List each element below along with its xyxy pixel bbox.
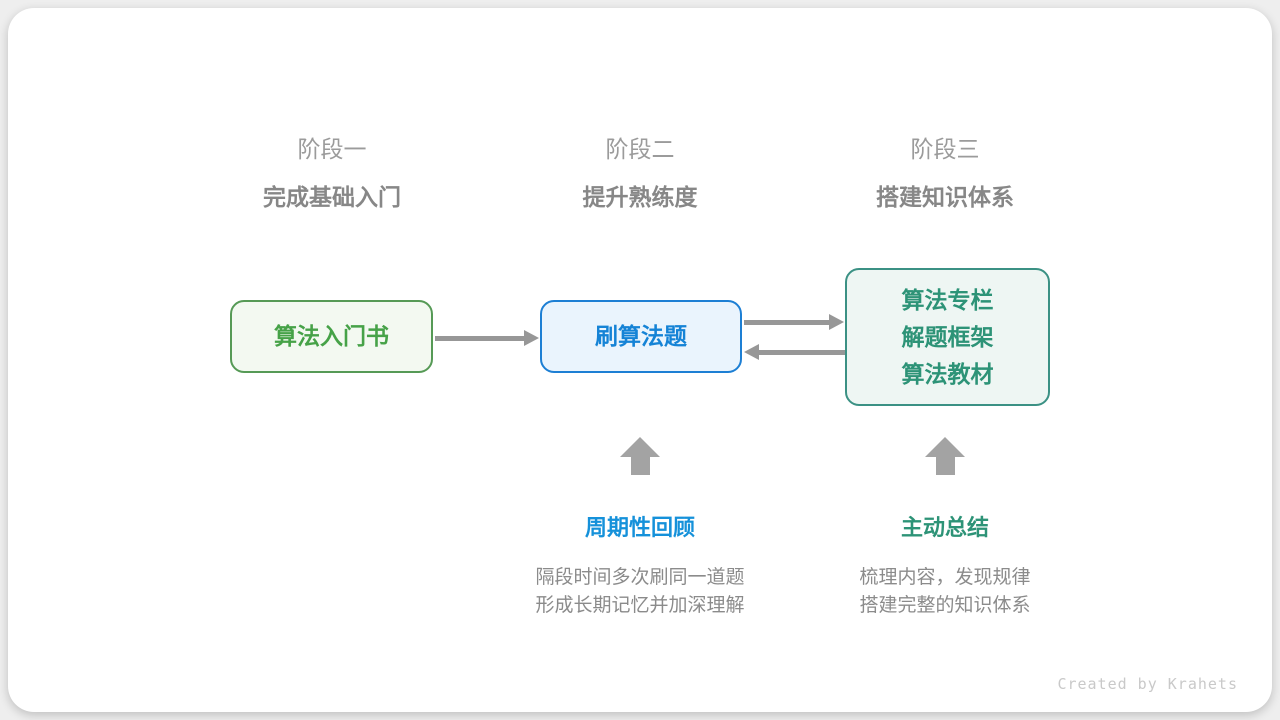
stage-1-label: 阶段一 <box>297 136 367 162</box>
annotation-periodic-review: 周期性回顾 隔段时间多次刷同一道题 形成长期记忆并加深理解 <box>470 510 810 619</box>
node-practice-problems: 刷算法题 <box>540 300 742 373</box>
arrow-intro-to-practice <box>435 330 539 346</box>
up-arrow-stem <box>630 457 650 475</box>
node-intro-book-label: 算法入门书 <box>274 323 389 349</box>
annotation-active-summary-desc-2: 搭建完整的知识体系 <box>859 594 1031 616</box>
stage-2-label: 阶段二 <box>605 136 675 162</box>
arrow-left-head-icon <box>744 344 759 360</box>
annotation-periodic-review-title: 周期性回顾 <box>584 515 695 540</box>
arrow-practice-to-knowledge <box>744 314 844 330</box>
stage-3-label: 阶段三 <box>910 136 980 162</box>
stage-3-header: 阶段三 搭建知识体系 <box>785 130 1105 210</box>
annotation-active-summary-desc-1: 梳理内容，发现规律 <box>859 567 1031 588</box>
up-arrow-head <box>925 437 965 457</box>
stage-2-header: 阶段二 提升熟练度 <box>480 130 800 210</box>
annotation-periodic-review-desc-2: 形成长期记忆并加深理解 <box>535 594 745 616</box>
arrow-line <box>759 349 845 355</box>
arrow-line <box>435 335 524 341</box>
credit-text: Created by Krahets <box>1057 675 1238 693</box>
stage-3-subtitle: 搭建知识体系 <box>876 184 1014 210</box>
arrow-line <box>744 319 829 325</box>
stage-1-header: 阶段一 完成基础入门 <box>172 130 492 210</box>
node-practice-problems-label: 刷算法题 <box>595 323 687 349</box>
stage-2-subtitle: 提升熟练度 <box>582 184 698 210</box>
stage-1-subtitle: 完成基础入门 <box>263 184 401 210</box>
node-knowledge-system: 算法专栏 解题框架 算法教材 <box>845 268 1050 406</box>
node-intro-book: 算法入门书 <box>230 300 433 373</box>
annotation-active-summary-title: 主动总结 <box>900 515 989 540</box>
arrow-right-head-icon <box>829 314 844 330</box>
node-knowledge-line-3: 算法教材 <box>901 360 994 387</box>
node-knowledge-line-2: 解题框架 <box>901 323 994 350</box>
up-arrow-stem <box>935 457 955 475</box>
annotation-periodic-review-desc-1: 隔段时间多次刷同一道题 <box>535 567 745 588</box>
arrow-right-head-icon <box>524 330 539 346</box>
annotation-active-summary: 主动总结 梳理内容，发现规律 搭建完整的知识体系 <box>775 510 1115 619</box>
up-arrow-head <box>620 437 660 457</box>
up-arrow-review-icon <box>620 437 660 475</box>
node-knowledge-line-1: 算法专栏 <box>901 286 994 313</box>
arrow-knowledge-to-practice <box>744 344 845 360</box>
up-arrow-summary-icon <box>925 437 965 475</box>
